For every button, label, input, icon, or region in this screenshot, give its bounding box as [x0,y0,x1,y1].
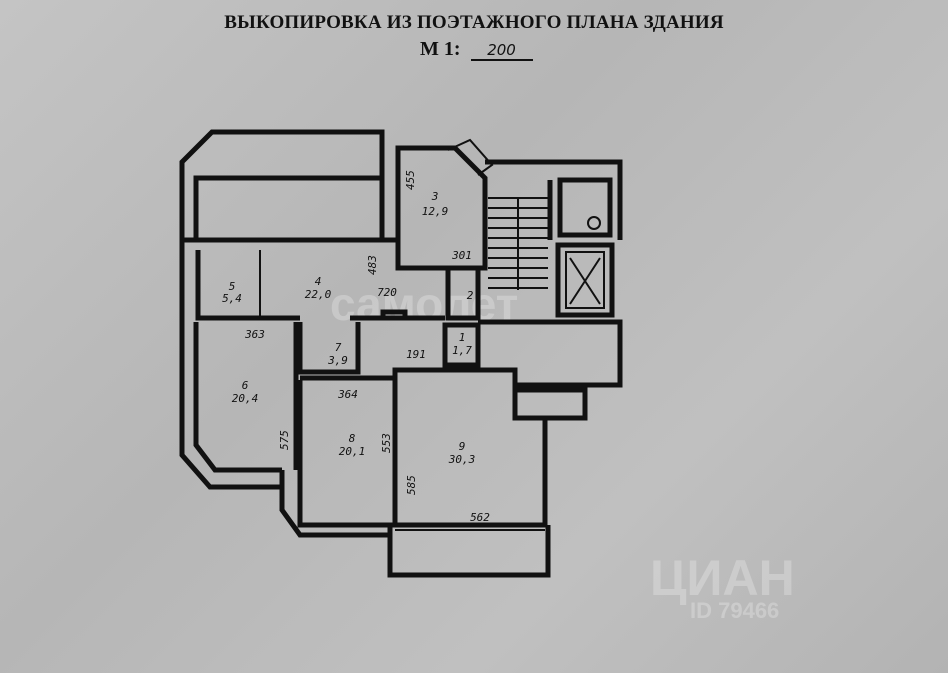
room-1-area: 1,7 [452,344,472,357]
room-3-number: 3 [431,190,439,203]
room-5-area: 5,4 [222,292,242,305]
room-9-area: 30,3 [448,453,476,466]
room-8-area: 20,1 [339,445,366,458]
room-4-number: 4 [315,275,322,288]
room-7-area: 3,9 [327,354,348,367]
room-1-number: 1 [459,331,466,344]
dim-553: 553 [380,433,393,453]
room-6-number: 6 [242,379,249,392]
dim-483: 483 [366,255,379,275]
dim-191: 191 [406,348,426,361]
dimension-labels: 455 301 483 720 363 191 364 575 553 585 … [244,170,490,524]
room-2-number: 2 [467,289,474,302]
room-3-area: 12,9 [422,205,449,218]
dim-364: 364 [337,388,358,401]
walls [179,129,623,578]
room-6-area: 20,4 [232,392,259,405]
room-9-number: 9 [459,440,466,453]
scale-label: М 1: 200 [420,38,533,61]
dim-363: 363 [244,328,265,341]
watermark-cian: ЦИАН [650,550,795,606]
room-5-number: 5 [229,280,236,293]
scale-value: 200 [470,41,533,61]
document-title: ВЫКОПИРОВКА ИЗ ПОЭТАЖНОГО ПЛАНА ЗДАНИЯ [224,12,724,33]
room-labels: 3 12,9 4 22,0 5 5,4 2 1 1,7 7 3,9 6 20,4… [222,190,475,466]
dim-720: 720 [377,286,397,299]
scale-prefix: М 1: [420,38,461,60]
room-7-number: 7 [335,341,342,354]
dim-585: 585 [405,475,418,495]
room-4-area: 22,0 [305,288,332,301]
dim-562: 562 [470,511,490,524]
room-8-number: 8 [349,432,356,445]
dim-455: 455 [404,170,417,190]
dim-575: 575 [278,430,291,450]
dim-301: 301 [451,249,472,262]
watermark-id: ID 79466 [690,598,779,623]
